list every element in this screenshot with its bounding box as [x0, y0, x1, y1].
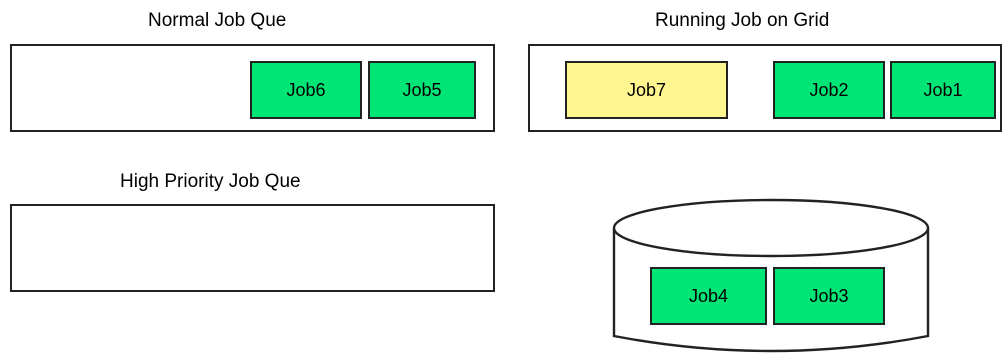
job-card-job1[interactable]: Job1 [890, 61, 996, 119]
job-card-job3[interactable]: Job3 [773, 267, 885, 325]
job-card-job2[interactable]: Job2 [773, 61, 885, 119]
job-card-job7[interactable]: Job7 [565, 61, 728, 119]
running-grid-title: Running Job on Grid [655, 10, 830, 31]
job-card-job6[interactable]: Job6 [250, 61, 362, 119]
job-card-job4[interactable]: Job4 [650, 267, 767, 325]
high-priority-queue-box [10, 204, 495, 292]
high-priority-queue-title: High Priority Job Que [120, 171, 301, 192]
normal-queue-title: Normal Job Que [148, 10, 287, 31]
job-card-job5[interactable]: Job5 [368, 61, 476, 119]
